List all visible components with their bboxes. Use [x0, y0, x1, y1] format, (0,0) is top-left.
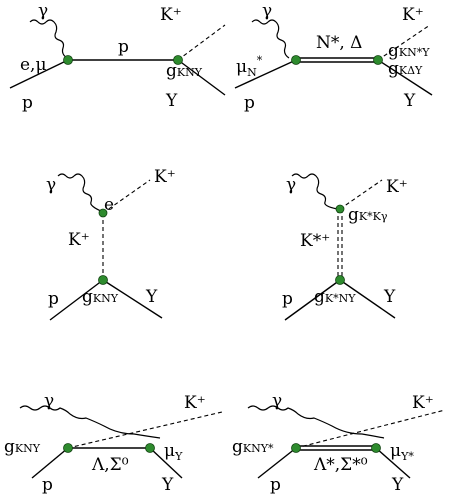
vertex-em [63, 55, 73, 65]
proton-in-line [284, 279, 341, 321]
kaon-label: K⁺ [154, 167, 176, 187]
propagator-label: Λ*,Σ*⁰ [313, 455, 368, 475]
hyperon-label: Y [383, 287, 396, 307]
hyperon-out-line [149, 447, 183, 479]
photon-label: γ [272, 391, 282, 411]
hyperon-out-line [377, 59, 433, 96]
kaon-out-line [177, 24, 226, 61]
kaon-out-line [377, 24, 431, 61]
photon-line [57, 173, 104, 213]
diagram-t-channel-kaon: γ e K⁺ K⁺ p Y gKNY [46, 167, 176, 321]
diagram-u-channel-resonance: γ K⁺ gKNY* Λ*,Σ*⁰ μY* p Y [232, 391, 446, 495]
moment-label: μY* [390, 441, 414, 463]
hyperon-out-line [177, 59, 226, 96]
kaon-label: K⁺ [386, 177, 408, 197]
vertex-em [291, 55, 301, 65]
vertex-strong [173, 55, 183, 65]
proton-in-line [31, 447, 69, 479]
hyperon-label: Y [403, 91, 416, 111]
hyperon-label: Y [145, 287, 158, 307]
hyperon-out-line [102, 279, 163, 319]
coupling-top-label: gK*Kγ [348, 205, 388, 225]
kaon-label: K⁺ [412, 393, 434, 413]
kaon-label: K⁺ [184, 393, 206, 413]
proton-propagator-label: p [118, 37, 129, 57]
charge-label: e [104, 195, 114, 215]
coupling-label: gKNY [4, 437, 41, 457]
coupling-label: gKNY* [232, 437, 274, 457]
moment-label: μN* [236, 54, 263, 79]
coupling-delta-label: gKΔY [388, 59, 423, 79]
coupling-label: gKNY [166, 61, 203, 81]
vertex-em [145, 443, 155, 453]
hyperon-label: Y [165, 91, 178, 111]
proton-label: p [22, 93, 33, 113]
proton-label: p [42, 475, 53, 495]
vertex-em [98, 208, 108, 218]
exchange-label: K*⁺ [300, 231, 330, 251]
photon-label: γ [46, 175, 56, 195]
hyperon-label: Y [391, 475, 404, 495]
proton-label: p [48, 289, 59, 309]
diagram-s-channel-proton: γ K⁺ e,μ p p Y gKNY [9, 1, 226, 113]
exchange-label: K⁺ [68, 230, 90, 250]
proton-label: p [270, 475, 281, 495]
photon-label: γ [286, 175, 296, 195]
hyperon-out-line [339, 279, 396, 319]
vertex-strong [335, 275, 345, 285]
photon-line [251, 19, 290, 59]
coupling-bottom-label: gK*NY [314, 287, 356, 307]
vertex-strong [63, 443, 73, 453]
kaon-out-line [339, 179, 383, 210]
diagram-s-channel-resonance: γ K⁺ μN* N*, Δ p Y gKN*Y gKΔY [234, 1, 433, 113]
photon-line [19, 405, 161, 439]
photon-line [29, 19, 68, 59]
coupling-nstar-label: gKN*Y [388, 41, 430, 61]
photon-line [291, 173, 338, 210]
kaon-label: K⁺ [402, 5, 424, 25]
diagram-u-channel-hyperon: γ K⁺ gKNY Λ,Σ⁰ μY p Y [4, 391, 223, 495]
vertex-strong [373, 55, 383, 65]
photon-label: γ [44, 391, 54, 411]
proton-label: p [282, 289, 293, 309]
moment-label: μY [164, 441, 183, 463]
photon-label: γ [262, 1, 272, 21]
coupling-label: gKNY [82, 287, 119, 307]
kaon-out-line [67, 411, 223, 449]
kaon-label: K⁺ [160, 5, 182, 25]
vertex-em [371, 443, 381, 453]
lepton-vertex-label: e,μ [20, 55, 47, 75]
kaon-out-line [295, 409, 446, 449]
vertex-strong [291, 443, 301, 453]
proton-in-line [257, 447, 297, 479]
photon-label: γ [38, 1, 48, 21]
proton-in-line [49, 279, 104, 321]
resonance-label: N*, Δ [316, 33, 362, 53]
hyperon-label: Y [161, 475, 174, 495]
proton-in-line [234, 59, 297, 89]
diagram-t-channel-kstar: γ K⁺ gK*Kγ K*⁺ p Y gK*NY [282, 173, 408, 321]
proton-label: p [244, 93, 255, 113]
vertex-strong [98, 275, 108, 285]
propagator-label: Λ,Σ⁰ [91, 455, 129, 475]
kaon-out-line [102, 179, 151, 214]
vertex-em [335, 204, 345, 214]
proton-in-line [9, 59, 69, 89]
photon-line [247, 405, 385, 439]
hyperon-out-line [375, 447, 411, 479]
